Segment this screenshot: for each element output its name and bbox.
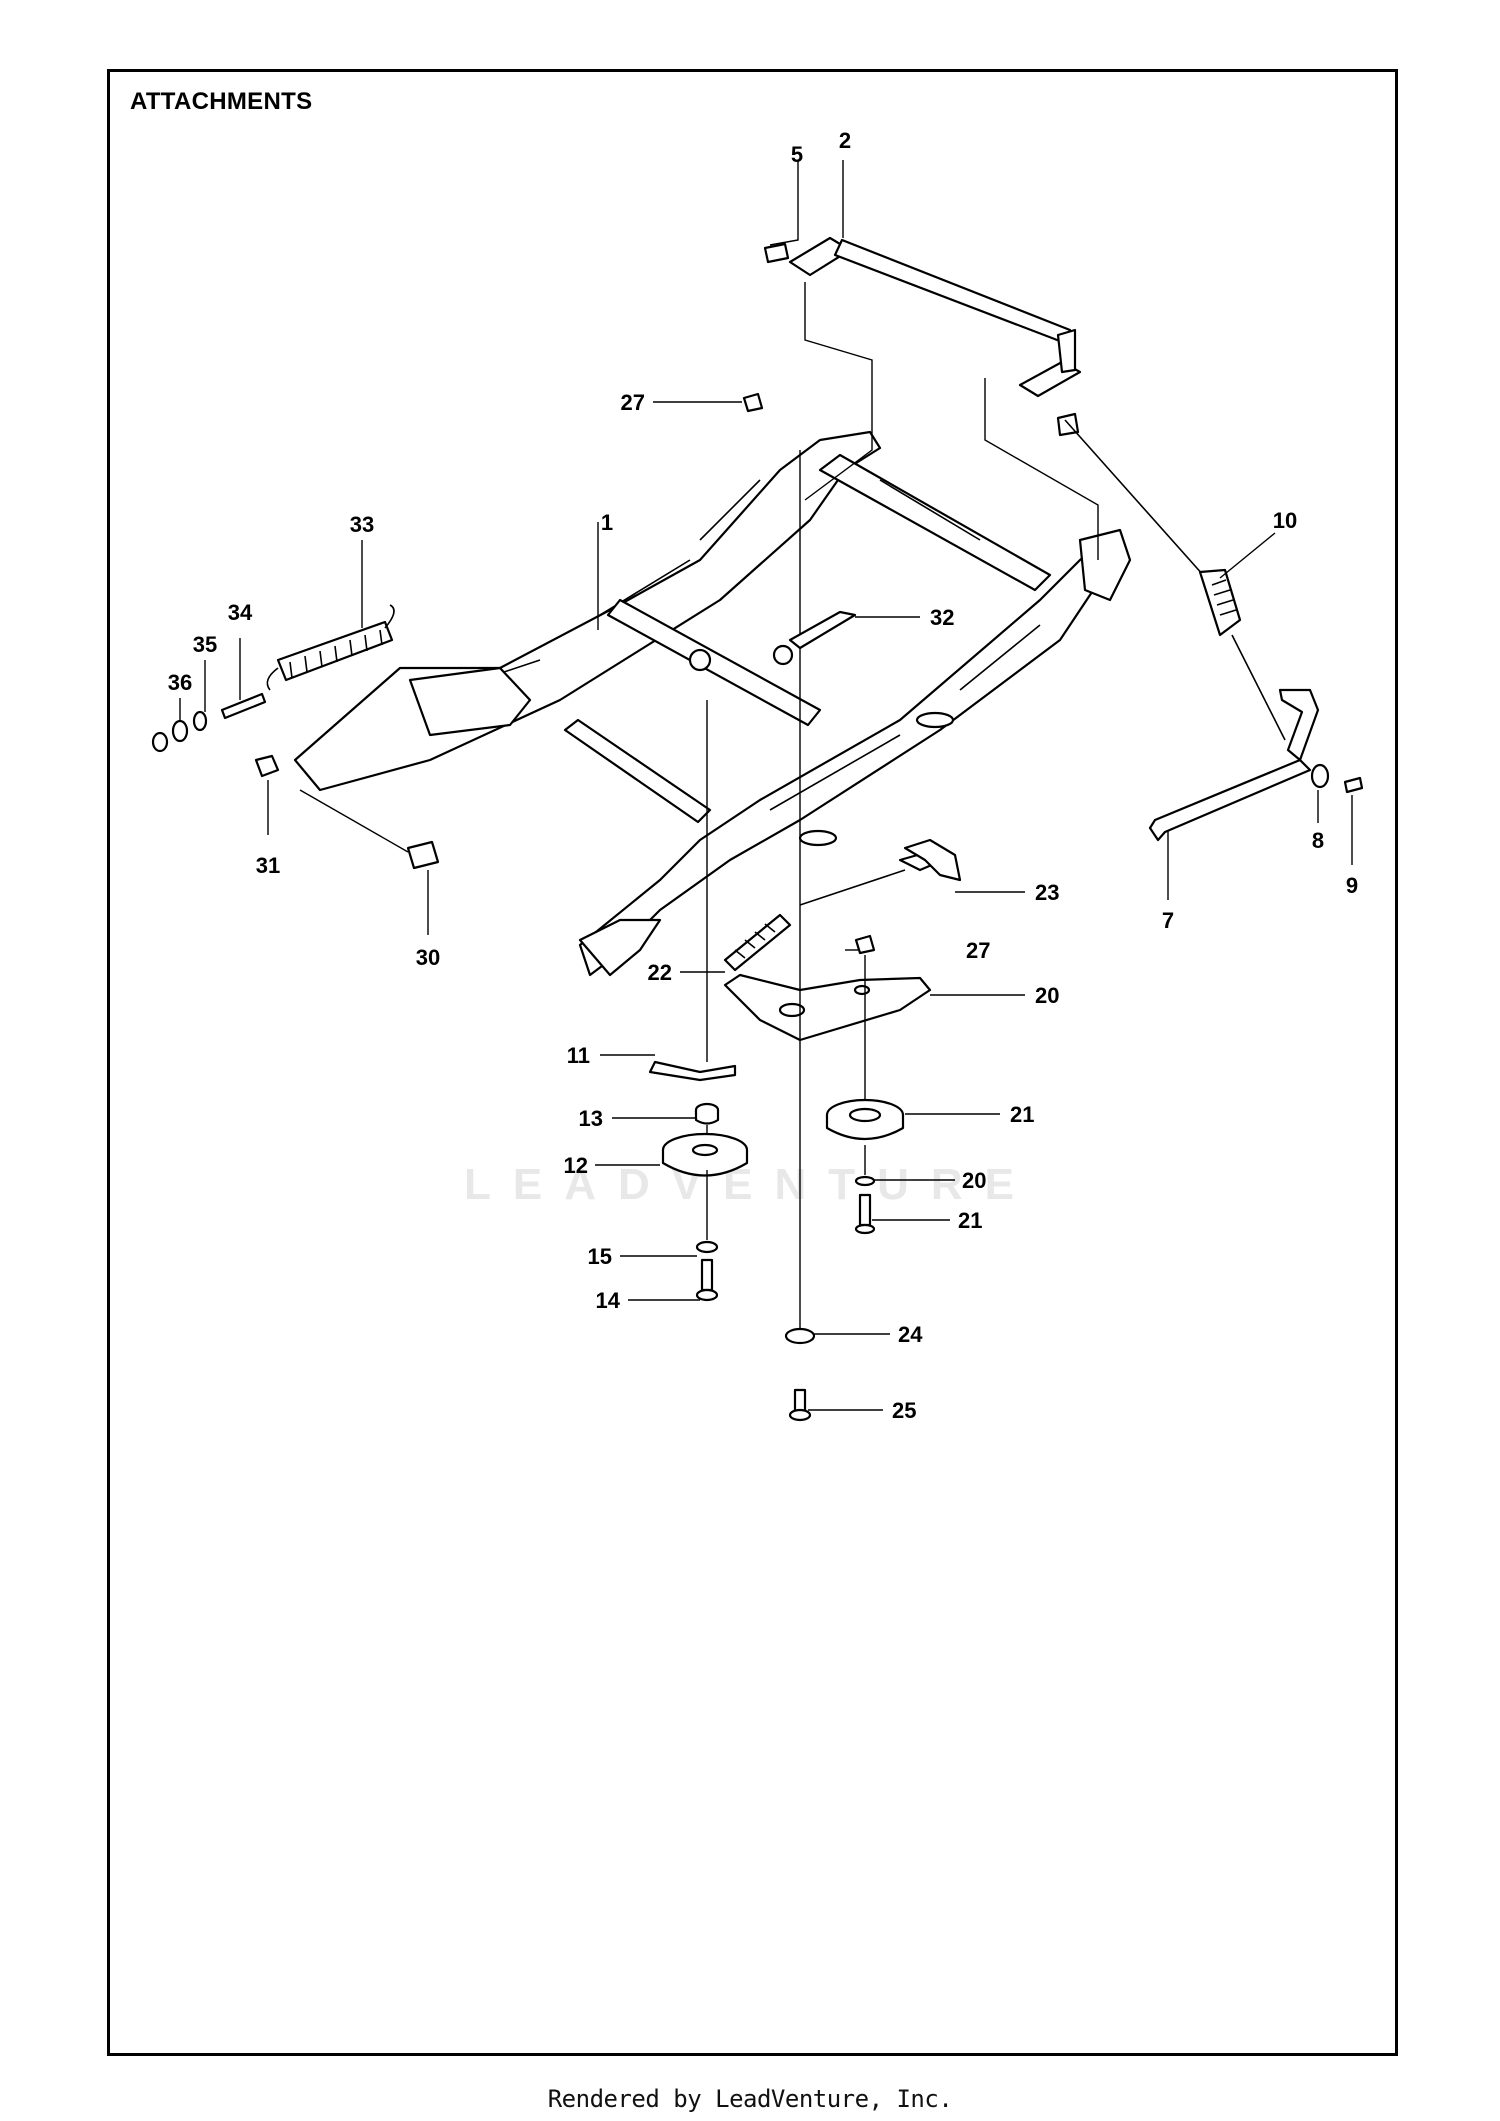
callout-36: 36 [168, 670, 192, 695]
callout-2: 2 [839, 128, 851, 153]
callout-16: 20 [1035, 983, 1059, 1008]
callout-33: 33 [350, 512, 374, 537]
callout-12: 12 [564, 1153, 588, 1178]
callout-15: 15 [588, 1244, 612, 1269]
callout-1: 1 [601, 510, 613, 535]
callout-23: 23 [1035, 880, 1059, 905]
nut-27-upper [742, 392, 764, 413]
callout-30: 30 [416, 945, 440, 970]
callout-5: 5 [791, 142, 803, 167]
callout-31: 31 [256, 853, 280, 878]
callout-20: 20 [962, 1168, 986, 1193]
callout-24: 24 [898, 1322, 923, 1347]
callout-21: 21 [958, 1208, 982, 1233]
callout-7: 7 [1162, 908, 1174, 933]
right-linkage [1064, 419, 1364, 842]
callout-35: 35 [193, 632, 217, 657]
callout-10: 10 [1273, 508, 1297, 533]
callout-13: 13 [579, 1106, 603, 1131]
callout-8: 8 [1312, 828, 1324, 853]
bolt-30-nut-31 [254, 754, 440, 870]
deck-lift-frame [293, 430, 1132, 977]
diagram-frame [107, 69, 1398, 2056]
callout-27-upper: 27 [621, 390, 645, 415]
callout-labels: 5 2 27 1 10 32 33 34 35 36 31 30 7 8 9 2… [168, 128, 1358, 1423]
spring-33 [266, 604, 395, 691]
lift-rod [763, 236, 1082, 437]
callout-34: 34 [228, 600, 253, 625]
callout-32: 32 [930, 605, 954, 630]
callout-9: 9 [1346, 873, 1358, 898]
callout-22: 22 [648, 960, 672, 985]
eyebolt-hardware [151, 692, 267, 753]
callout-25: 25 [892, 1398, 916, 1423]
footer-credit: Rendered by LeadVenture, Inc. [547, 2085, 953, 2113]
callout-14: 14 [596, 1288, 621, 1313]
diagram-title: ATTACHMENTS [130, 88, 313, 115]
callout-27-lower: 27 [966, 938, 990, 963]
callout-17: 21 [1010, 1102, 1034, 1127]
hairpin-32 [788, 610, 857, 650]
callout-11: 11 [567, 1043, 590, 1068]
callout-leaders [179, 160, 1353, 1411]
idler-assembly [648, 450, 962, 1422]
